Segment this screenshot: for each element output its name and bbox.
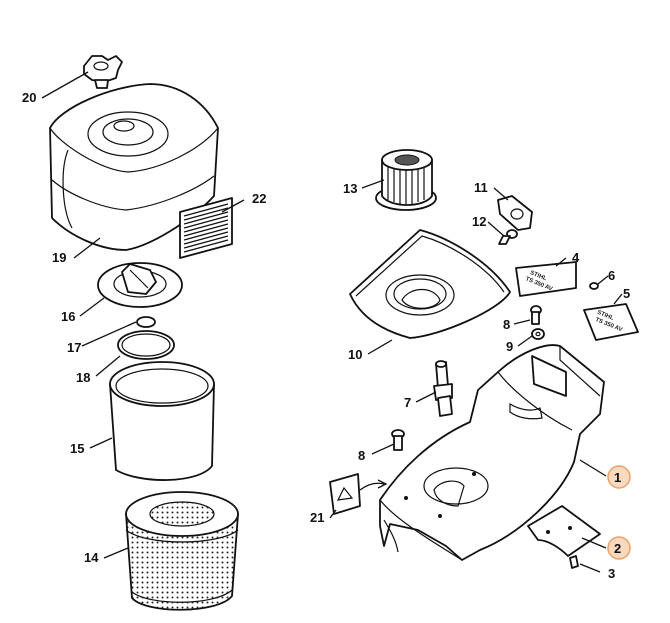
part-19-filter-cover[interactable] — [49, 83, 219, 251]
callout-8-lower[interactable]: 8 — [358, 448, 365, 463]
part-17-o-ring[interactable] — [136, 316, 156, 328]
part-4-decal[interactable]: STIHL TS 350 AV — [515, 261, 577, 297]
part-21-warning-sticker[interactable] — [329, 473, 388, 515]
callout-4[interactable]: 4 — [572, 250, 580, 265]
part-20-knob[interactable] — [83, 55, 123, 89]
part-9-washer[interactable] — [531, 328, 545, 340]
part-2-plate[interactable] — [527, 505, 601, 557]
callout-11[interactable]: 11 — [474, 180, 488, 195]
part-8-screw-lower[interactable] — [391, 429, 405, 451]
callout-19[interactable]: 19 — [52, 250, 66, 265]
callout-1-highlight — [607, 465, 631, 489]
part-6-nut[interactable] — [589, 282, 599, 290]
part-12-screw[interactable] — [498, 229, 518, 245]
callout-22[interactable]: 22 — [252, 191, 266, 206]
callout-1[interactable]: 1 — [614, 470, 621, 485]
callout-15[interactable]: 15 — [70, 441, 84, 456]
part-14-filter-element[interactable] — [125, 491, 239, 611]
part-16-base-plate[interactable] — [97, 262, 183, 308]
callout-20[interactable]: 20 — [22, 90, 36, 105]
part-13-cylinder-filter[interactable] — [375, 149, 437, 211]
part-1-housing[interactable] — [379, 344, 605, 561]
callout-8-upper[interactable]: 8 — [503, 317, 510, 332]
part-7-stud[interactable] — [433, 360, 453, 417]
callout-13[interactable]: 13 — [343, 181, 357, 196]
callout-3[interactable]: 3 — [608, 566, 615, 581]
part-8-screw-upper[interactable] — [530, 305, 542, 325]
part-11-bracket[interactable] — [497, 195, 533, 231]
callout-6[interactable]: 6 — [608, 268, 615, 283]
part-5-decal[interactable]: STIHL TS 350 AV — [583, 303, 639, 341]
callout-18[interactable]: 18 — [76, 370, 90, 385]
callout-10[interactable]: 10 — [348, 347, 362, 362]
callout-5[interactable]: 5 — [623, 286, 630, 301]
callout-17[interactable]: 17 — [67, 340, 81, 355]
callout-2-highlight — [607, 536, 631, 560]
part-10-mounting-plate[interactable] — [349, 229, 511, 339]
callout-14[interactable]: 14 — [84, 550, 99, 565]
callout-21[interactable]: 21 — [310, 510, 324, 525]
part-3-small-nut[interactable] — [569, 555, 579, 569]
part-22-grille[interactable] — [179, 197, 233, 259]
callout-9[interactable]: 9 — [506, 339, 513, 354]
callout-7[interactable]: 7 — [404, 395, 411, 410]
callout-2[interactable]: 2 — [614, 541, 621, 556]
callout-16[interactable]: 16 — [61, 309, 75, 324]
callout-12[interactable]: 12 — [472, 214, 486, 229]
part-18-gasket-ring[interactable] — [117, 330, 175, 360]
leader-lines — [41, 71, 623, 573]
part-15-sleeve[interactable] — [109, 361, 215, 481]
